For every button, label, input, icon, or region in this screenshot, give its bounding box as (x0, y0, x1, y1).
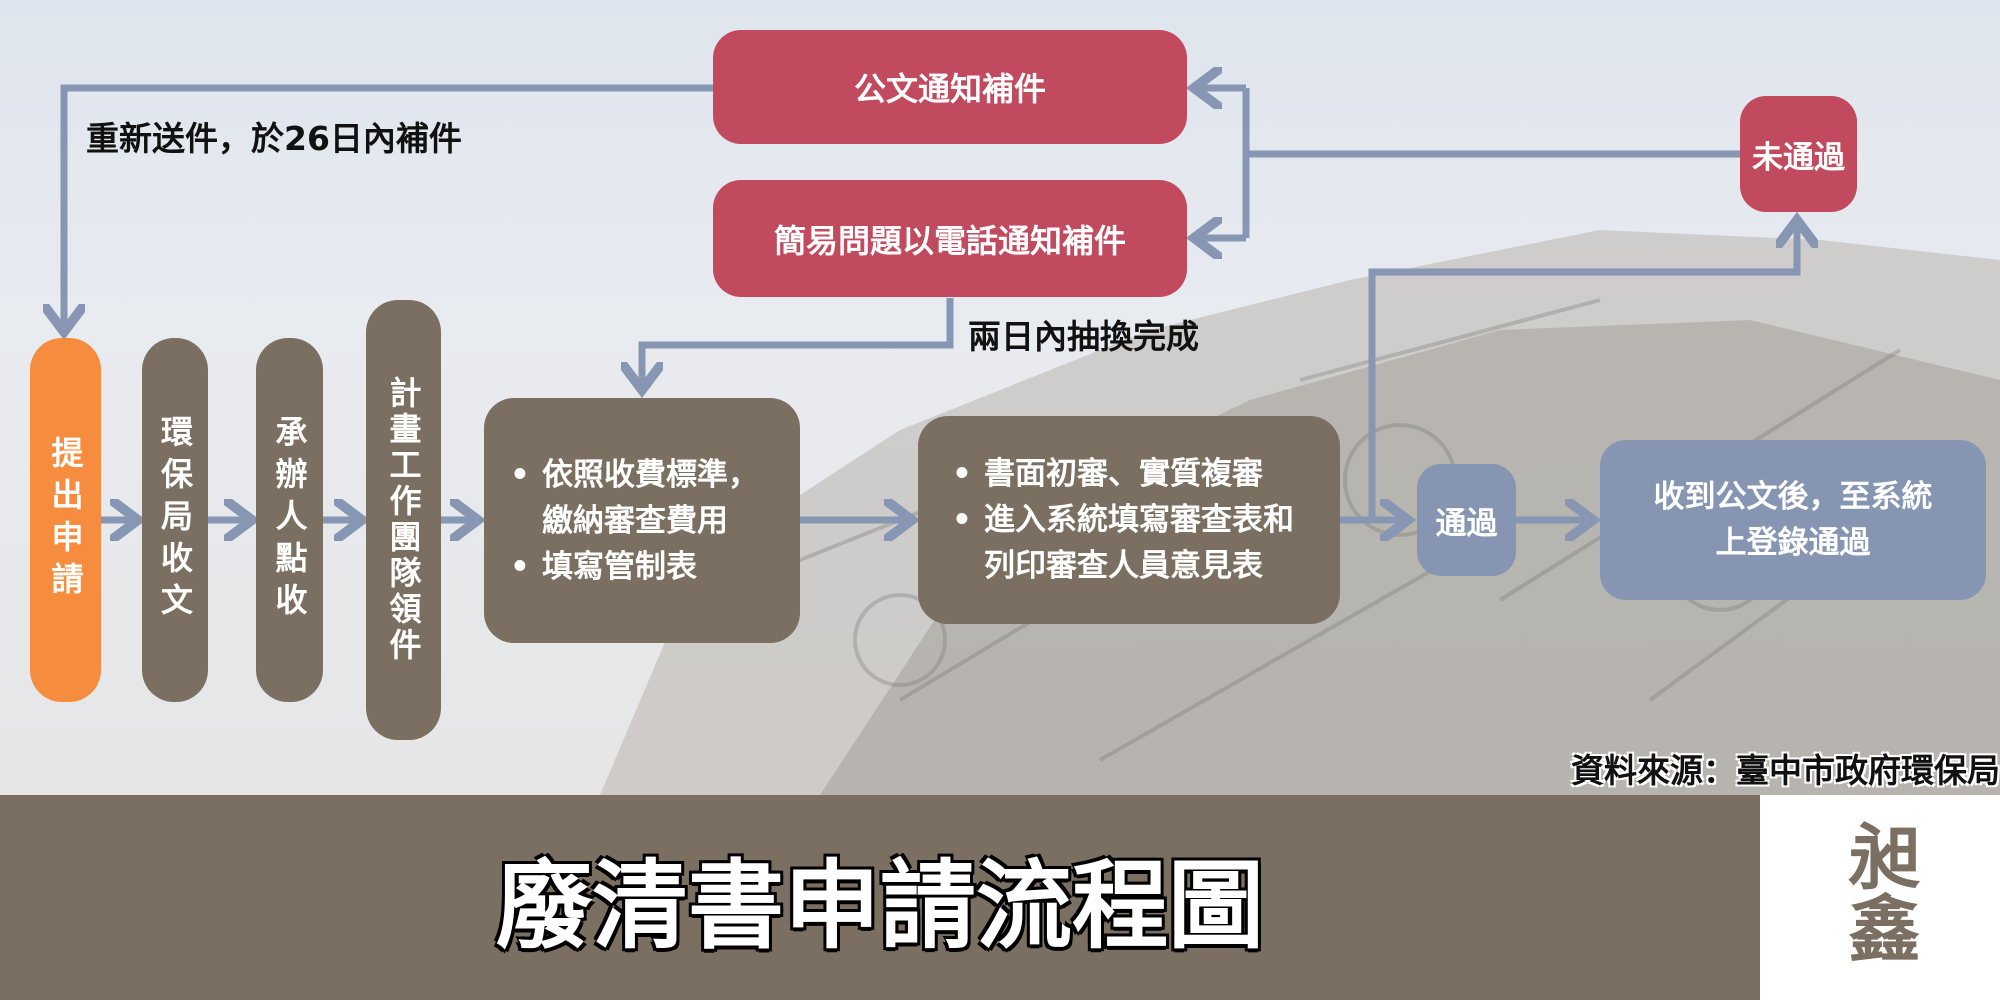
fail-step: 未通過 (1740, 96, 1857, 212)
flow-connectors (0, 0, 2000, 795)
team-step: 計畫工作團隊領件 (366, 300, 441, 740)
source-note: 資料來源：臺中市政府環保局 (1571, 751, 2000, 790)
official-notice-step: 公文通知補件 (713, 30, 1187, 144)
fee-item: 依照收費標準，繳納審查費用 (510, 452, 782, 544)
check-step: 承辦人點收 (256, 338, 323, 702)
review-item: 書面初審、實質複審 (952, 451, 1314, 497)
swap-label: 兩日內抽換完成 (968, 317, 1199, 356)
fee-item: 填寫管制表 (510, 544, 782, 590)
resubmit-label: 重新送件，於26日內補件 (86, 119, 462, 158)
company-logo-icon: 昶鑫 (1760, 795, 2000, 1000)
review-step-list: 書面初審、實質複審 進入系統填寫審查表和列印審查人員意見表 (944, 451, 1314, 589)
logo-text: 昶鑫 (1836, 819, 1921, 963)
review-step: 書面初審、實質複審 進入系統填寫審查表和列印審查人員意見表 (918, 416, 1340, 624)
phone-notice-step: 簡易問題以電話通知補件 (713, 180, 1187, 297)
apply-step: 提出申請 (30, 338, 101, 702)
page-title: 廢清書申請流程圖 (496, 850, 1264, 962)
fee-step-list: 依照收費標準，繳納審查費用 填寫管制表 (502, 452, 782, 590)
fee-step: 依照收費標準，繳納審查費用 填寫管制表 (484, 398, 800, 643)
pass-step: 通過 (1417, 464, 1516, 576)
receive-step: 環保局收文 (142, 338, 208, 702)
register-step: 收到公文後，至系統上登錄通過 (1600, 440, 1986, 600)
review-item: 進入系統填寫審查表和列印審查人員意見表 (952, 497, 1314, 589)
footer-bar (0, 795, 1760, 1000)
